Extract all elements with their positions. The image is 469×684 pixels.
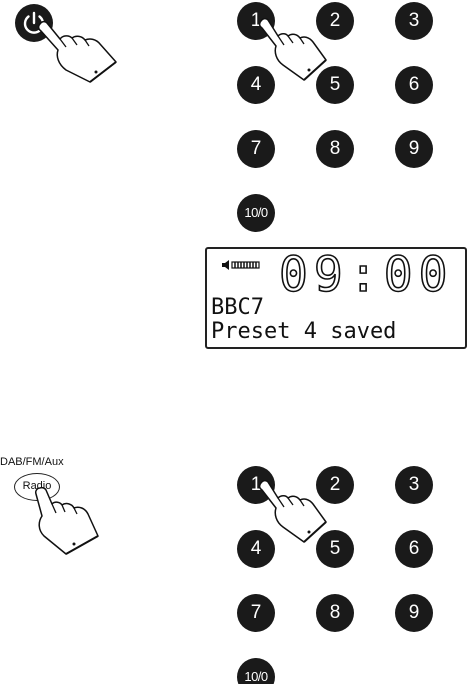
preset-key-5[interactable]: 5	[316, 66, 354, 104]
recall-key-1[interactable]: 1	[237, 466, 275, 504]
preset-key-9[interactable]: 9	[395, 130, 433, 168]
power-button[interactable]	[15, 4, 53, 42]
recall-key-6[interactable]: 6	[395, 530, 433, 568]
preset-key-3[interactable]: 3	[395, 2, 433, 40]
lcd-time: 09:00	[278, 246, 454, 304]
radio-button[interactable]: Radio	[14, 473, 60, 501]
preset-key-4[interactable]: 4	[237, 66, 275, 104]
recall-key-3[interactable]: 3	[395, 466, 433, 504]
recall-key-10[interactable]: 10/0	[237, 658, 275, 684]
power-icon	[23, 11, 45, 34]
recall-key-9[interactable]: 9	[395, 594, 433, 632]
preset-key-7[interactable]: 7	[237, 130, 275, 168]
preset-key-10[interactable]: 10/0	[237, 194, 275, 232]
lcd-station-name: BBC7	[211, 295, 264, 320]
lcd-display: 09:00 BBC7 Preset 4 saved	[205, 246, 467, 349]
mode-label: DAB/FM/Aux	[0, 456, 64, 468]
recall-key-5[interactable]: 5	[316, 530, 354, 568]
preset-key-2[interactable]: 2	[316, 2, 354, 40]
preset-key-8[interactable]: 8	[316, 130, 354, 168]
lcd-status-text: Preset 4 saved	[211, 319, 397, 344]
recall-key-7[interactable]: 7	[237, 594, 275, 632]
recall-key-8[interactable]: 8	[316, 594, 354, 632]
recall-key-2[interactable]: 2	[316, 466, 354, 504]
preset-key-6[interactable]: 6	[395, 66, 433, 104]
preset-key-1[interactable]: 1	[237, 2, 275, 40]
recall-key-4[interactable]: 4	[237, 530, 275, 568]
volume-bar-icon	[222, 260, 260, 270]
